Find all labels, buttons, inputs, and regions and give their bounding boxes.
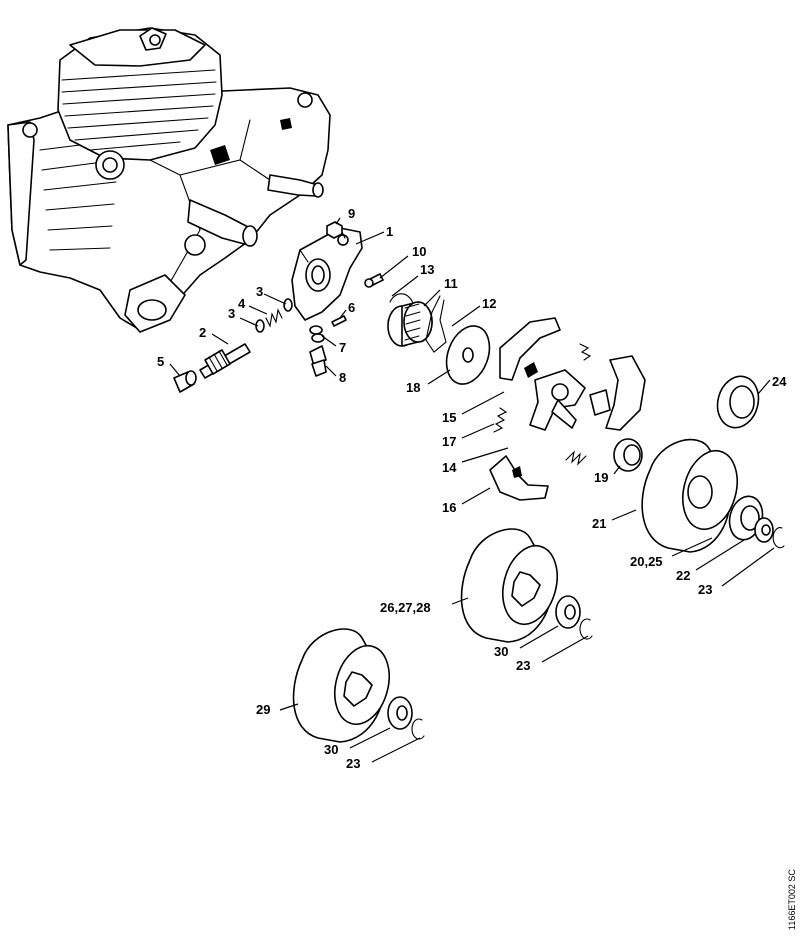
label-8: 8 <box>339 370 346 385</box>
part-8-plug <box>309 345 327 377</box>
label-5: 5 <box>157 354 164 369</box>
part-18-washer <box>445 325 491 385</box>
part-20-25-sprocket <box>728 495 764 541</box>
label-17: 17 <box>442 434 456 449</box>
spring-small-mid <box>565 450 587 466</box>
label-22: 22 <box>676 568 690 583</box>
label-12: 12 <box>482 296 496 311</box>
part-labels: 1 2 3 3 4 5 6 7 8 9 10 11 12 13 14 15 16… <box>157 206 787 771</box>
part-23-e-clip-c <box>411 718 425 740</box>
label-21: 21 <box>592 516 606 531</box>
engine-housing <box>7 27 331 333</box>
label-24: 24 <box>772 374 787 389</box>
part-19-needle-cage <box>613 438 643 472</box>
label-23b: 23 <box>516 658 530 673</box>
label-13: 13 <box>420 262 434 277</box>
label-15: 15 <box>442 410 456 425</box>
spring-small-top <box>579 343 592 361</box>
label-3b: 3 <box>256 284 263 299</box>
label-4: 4 <box>238 296 246 311</box>
part-26-27-28-clutch-drum <box>460 528 558 643</box>
part-3-washer-a <box>255 319 265 333</box>
label-19: 19 <box>594 470 608 485</box>
part-9-nut <box>326 221 343 239</box>
part-1-pump-housing <box>291 227 363 321</box>
part-29-clutch-drum <box>292 628 390 743</box>
label-30b: 30 <box>324 742 338 757</box>
label-6: 6 <box>348 300 355 315</box>
part-14-clutch-carrier <box>529 369 586 431</box>
part-22-washer-a <box>754 517 774 543</box>
part-10-screw <box>364 273 384 288</box>
label-11: 11 <box>444 276 458 291</box>
part-12-spring-wire <box>425 295 447 353</box>
part-23-e-clip-b <box>579 618 593 640</box>
label-3a: 3 <box>228 306 235 321</box>
part-21-clutch-drum <box>641 438 738 553</box>
part-4-spring <box>265 308 283 328</box>
part-6-pin <box>331 315 347 327</box>
part-2-worm-shaft <box>199 343 251 379</box>
part-24-rim-sprocket <box>716 375 760 429</box>
clutch-shoe-right <box>589 355 646 431</box>
drawing-code: 1166ET002 SC <box>787 869 797 930</box>
label-16: 16 <box>442 500 456 515</box>
label-29: 29 <box>256 702 270 717</box>
label-18: 18 <box>406 380 420 395</box>
label-1: 1 <box>386 224 393 239</box>
part-5-bushing <box>173 370 197 393</box>
part-16-clutch-shoe-lower <box>489 455 549 501</box>
part-15-clutch-shoe-upper <box>499 317 561 381</box>
label-9: 9 <box>348 206 355 221</box>
label-14: 14 <box>442 460 457 475</box>
part-7-washers <box>309 325 325 343</box>
leader-lines <box>169 217 775 763</box>
label-30a: 30 <box>494 644 508 659</box>
label-26-27-28: 26,27,28 <box>380 600 431 615</box>
part-23-e-clip-a <box>772 527 785 549</box>
part-3-washer-b <box>283 298 293 312</box>
label-2: 2 <box>199 325 206 340</box>
part-30-washer-b <box>387 696 413 730</box>
label-10: 10 <box>412 244 426 259</box>
part-30-washer-a <box>555 595 581 629</box>
label-20-25: 20,25 <box>630 554 663 569</box>
label-23a: 23 <box>698 582 712 597</box>
label-23c: 23 <box>346 756 360 771</box>
part-17-spring-a <box>493 407 508 433</box>
label-7: 7 <box>339 340 346 355</box>
part-11-worm-gear <box>387 301 433 347</box>
